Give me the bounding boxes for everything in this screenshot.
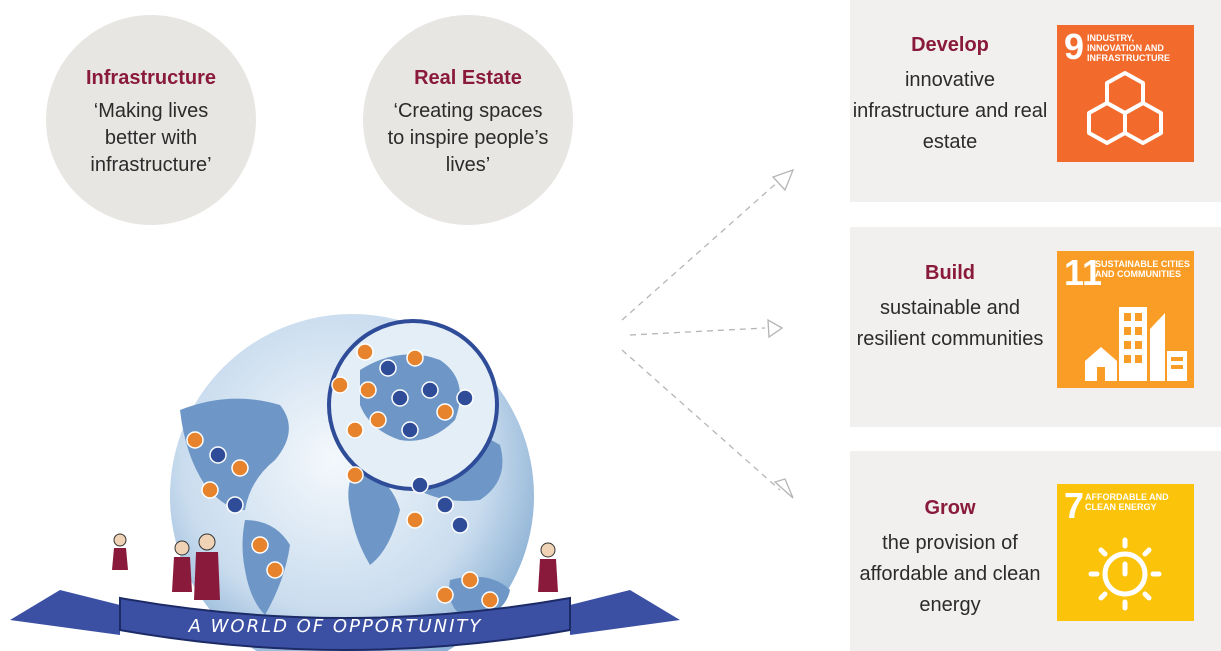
develop-description: innovative infrastructure and real estat… xyxy=(852,69,1048,153)
build-description: sustainable and resilient communities xyxy=(856,297,1044,350)
sdg-11-number: 11 xyxy=(1064,252,1103,293)
cubes-icon xyxy=(1087,71,1163,145)
sdg-7-badge: 7 AFFORDABLE AND CLEAN ENERGY xyxy=(1057,484,1194,621)
ribbon-left-tail xyxy=(10,590,120,635)
ribbon-banner xyxy=(119,596,571,651)
develop-panel: Develop innovative infrastructure and re… xyxy=(850,0,1221,202)
dashed-arrows xyxy=(621,168,795,499)
banner-text: A WORLD OF OPPORTUNITY xyxy=(188,616,483,637)
sdg-7-title: AFFORDABLE AND CLEAN ENERGY xyxy=(1085,492,1169,512)
world-of-opportunity-illustration xyxy=(10,314,680,651)
grow-title: Grow xyxy=(924,497,976,519)
infrastructure-tagline: ‘Making lives better with infrastructure… xyxy=(90,100,212,176)
project-markers xyxy=(186,343,499,609)
sdg-7-number: 7 xyxy=(1064,485,1085,526)
arrowhead-up-icon xyxy=(771,168,795,192)
arrowhead-right-icon xyxy=(767,318,784,339)
build-title: Build xyxy=(925,262,975,284)
build-panel: Build sustainable and resilient communit… xyxy=(850,227,1221,427)
real-estate-tagline: ‘Creating spaces to inspire people’s liv… xyxy=(387,100,549,176)
sdg-9-title: INDUSTRY, INNOVATION AND INFRASTRUCTURE xyxy=(1087,33,1170,63)
real-estate-title: Real Estate xyxy=(414,67,522,89)
ribbon-right-tail xyxy=(570,590,680,635)
sdg-11-title: SUSTAINABLE CITIES AND COMMUNITIES xyxy=(1095,259,1190,279)
sun-power-icon xyxy=(1088,537,1162,611)
grow-panel: Grow the provision of affordable and cle… xyxy=(850,451,1221,651)
sdg-11-badge: 11 SUSTAINABLE CITIES AND COMMUNITIES xyxy=(1057,251,1194,388)
people-figures xyxy=(112,533,558,600)
develop-title: Develop xyxy=(911,34,989,56)
sdg-9-badge: 9 INDUSTRY, INNOVATION AND INFRASTRUCTUR… xyxy=(1057,25,1194,162)
infrastructure-circle: Infrastructure ‘Making lives better with… xyxy=(46,15,256,225)
grow-description: the provision of affordable and clean en… xyxy=(859,532,1041,616)
sdg-9-number: 9 xyxy=(1064,26,1085,67)
infrastructure-title: Infrastructure xyxy=(85,67,217,89)
real-estate-circle: Real Estate ‘Creating spaces to inspire … xyxy=(363,15,573,225)
arrowhead-down-icon xyxy=(773,478,794,499)
city-buildings-icon xyxy=(1085,307,1187,381)
